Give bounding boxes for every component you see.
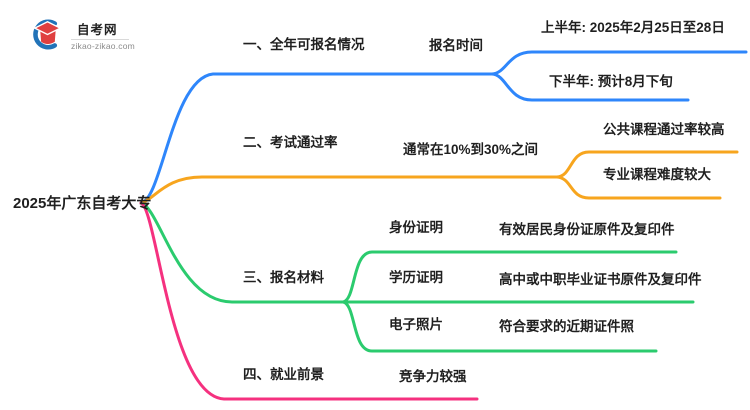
branch3-lines	[139, 201, 695, 353]
logo-divider	[71, 39, 129, 40]
node-branch3-topic-3: 电子照片	[389, 317, 443, 332]
branch4-lines	[139, 201, 479, 401]
site-logo: 自考网 zikao-zikao.com	[30, 17, 140, 53]
logo-domain: zikao-zikao.com	[71, 41, 135, 51]
node-branch3: 三、报名材料	[243, 270, 324, 285]
node-branch2: 二、考试通过率	[243, 135, 338, 150]
node-branch3-leaf-1: 有效居民身份证原件及复印件	[499, 222, 675, 237]
node-branch2-leaf-2: 专业课程难度较大	[603, 167, 711, 182]
node-branch2-leaf-1: 公共课程通过率较高	[603, 122, 725, 137]
node-branch1-leaf-2: 下半年: 预计8月下旬	[549, 74, 673, 89]
node-branch3-leaf-3: 符合要求的近期证件照	[499, 319, 634, 334]
node-branch2-topic: 通常在10%到30%之间	[403, 142, 539, 157]
node-root: 2025年广东自考大专	[13, 195, 152, 212]
logo-title: 自考网	[77, 23, 118, 37]
node-branch3-topic-2: 学历证明	[389, 270, 443, 285]
node-branch1: 一、全年可报名情况	[243, 37, 365, 52]
node-branch1-topic: 报名时间	[429, 38, 483, 53]
branch2-lines	[139, 150, 739, 205]
branch1-lines	[139, 50, 748, 205]
node-branch1-leaf-1: 上半年: 2025年2月25日至28日	[541, 20, 725, 35]
node-branch3-topic-1: 身份证明	[389, 220, 443, 235]
node-branch3-leaf-2: 高中或中职毕业证书原件及复印件	[499, 272, 702, 287]
graduation-cap-icon	[33, 19, 62, 50]
node-branch4-topic: 竞争力较强	[399, 369, 467, 384]
node-branch4: 四、就业前景	[243, 367, 324, 382]
